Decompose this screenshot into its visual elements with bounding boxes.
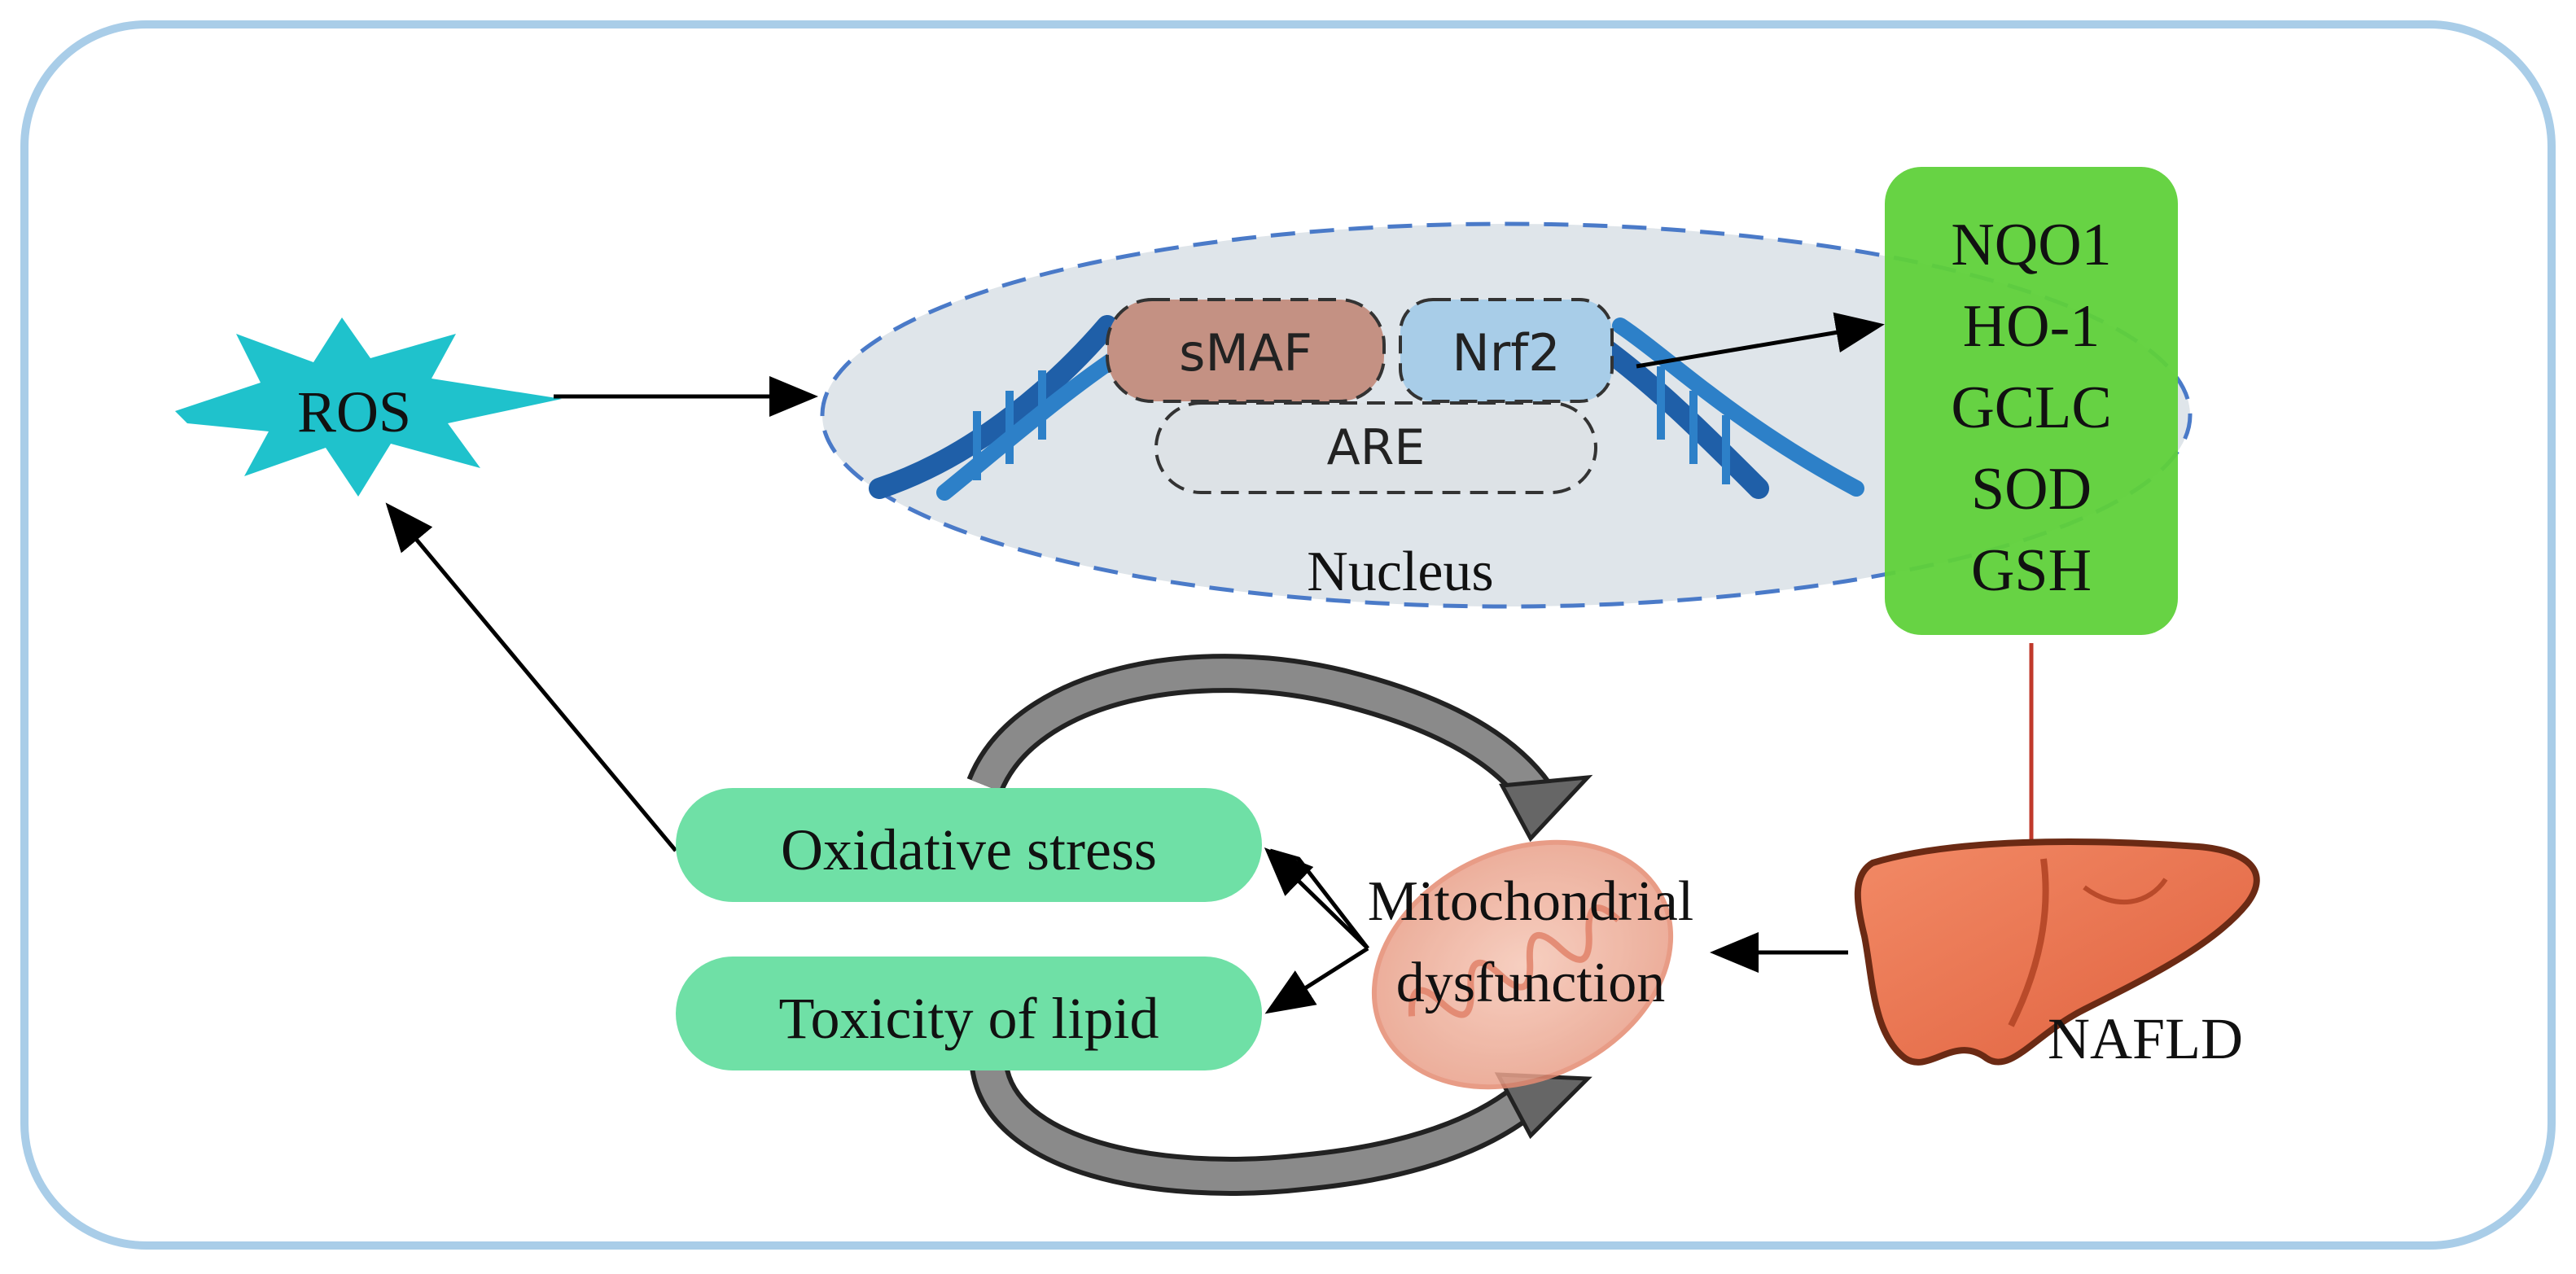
gene-gclc: GCLC (1951, 374, 2111, 441)
nrf2-label: Nrf2 (1452, 323, 1560, 383)
arrow-stress-to-ros (385, 502, 677, 852)
dna-right-icon (1585, 317, 1864, 499)
gene-nqo1: NQO1 (1951, 212, 2111, 278)
mito-label-line2: dysfunction (1396, 952, 1666, 1014)
lipid-toxicity-box: Toxicity of lipid (676, 957, 1262, 1070)
nrf2-box: Nrf2 (1399, 298, 1614, 403)
ros-starburst-icon: ROS (175, 317, 562, 497)
oxidative-stress-label: Oxidative stress (781, 817, 1157, 882)
gene-gsh: GSH (1971, 537, 2092, 604)
are-box: ARE (1154, 401, 1597, 494)
arrow-nrf2-to-genes (1636, 312, 1885, 369)
are-label: ARE (1327, 419, 1426, 476)
arrow-mito-to-stress (1264, 847, 1369, 950)
gene-ho1: HO-1 (1963, 293, 2101, 360)
arrow-mito-to-lipid (1264, 946, 1369, 1014)
ros-label: ROS (297, 379, 411, 444)
smaf-box: sMAF (1106, 298, 1386, 403)
nucleus-label: Nucleus (1307, 541, 1493, 603)
liver-icon (1854, 838, 2260, 1066)
lipid-toxicity-label: Toxicity of lipid (779, 986, 1159, 1051)
oxidative-stress-box: Oxidative stress (676, 788, 1262, 902)
mito-label-line1: Mitochondrial (1368, 870, 1693, 933)
cycle-arrow-bottom (970, 1062, 1592, 1196)
gene-sod: SOD (1971, 456, 2092, 523)
mitochondrion-icon (1371, 839, 1674, 1090)
cycle-arrow-top (966, 654, 1593, 843)
antioxidant-gene-box: NQO1 HO-1 GCLC SOD GSH (1885, 167, 2178, 635)
smaf-label: sMAF (1179, 323, 1312, 383)
nafld-label: NAFLD (2048, 1006, 2243, 1071)
